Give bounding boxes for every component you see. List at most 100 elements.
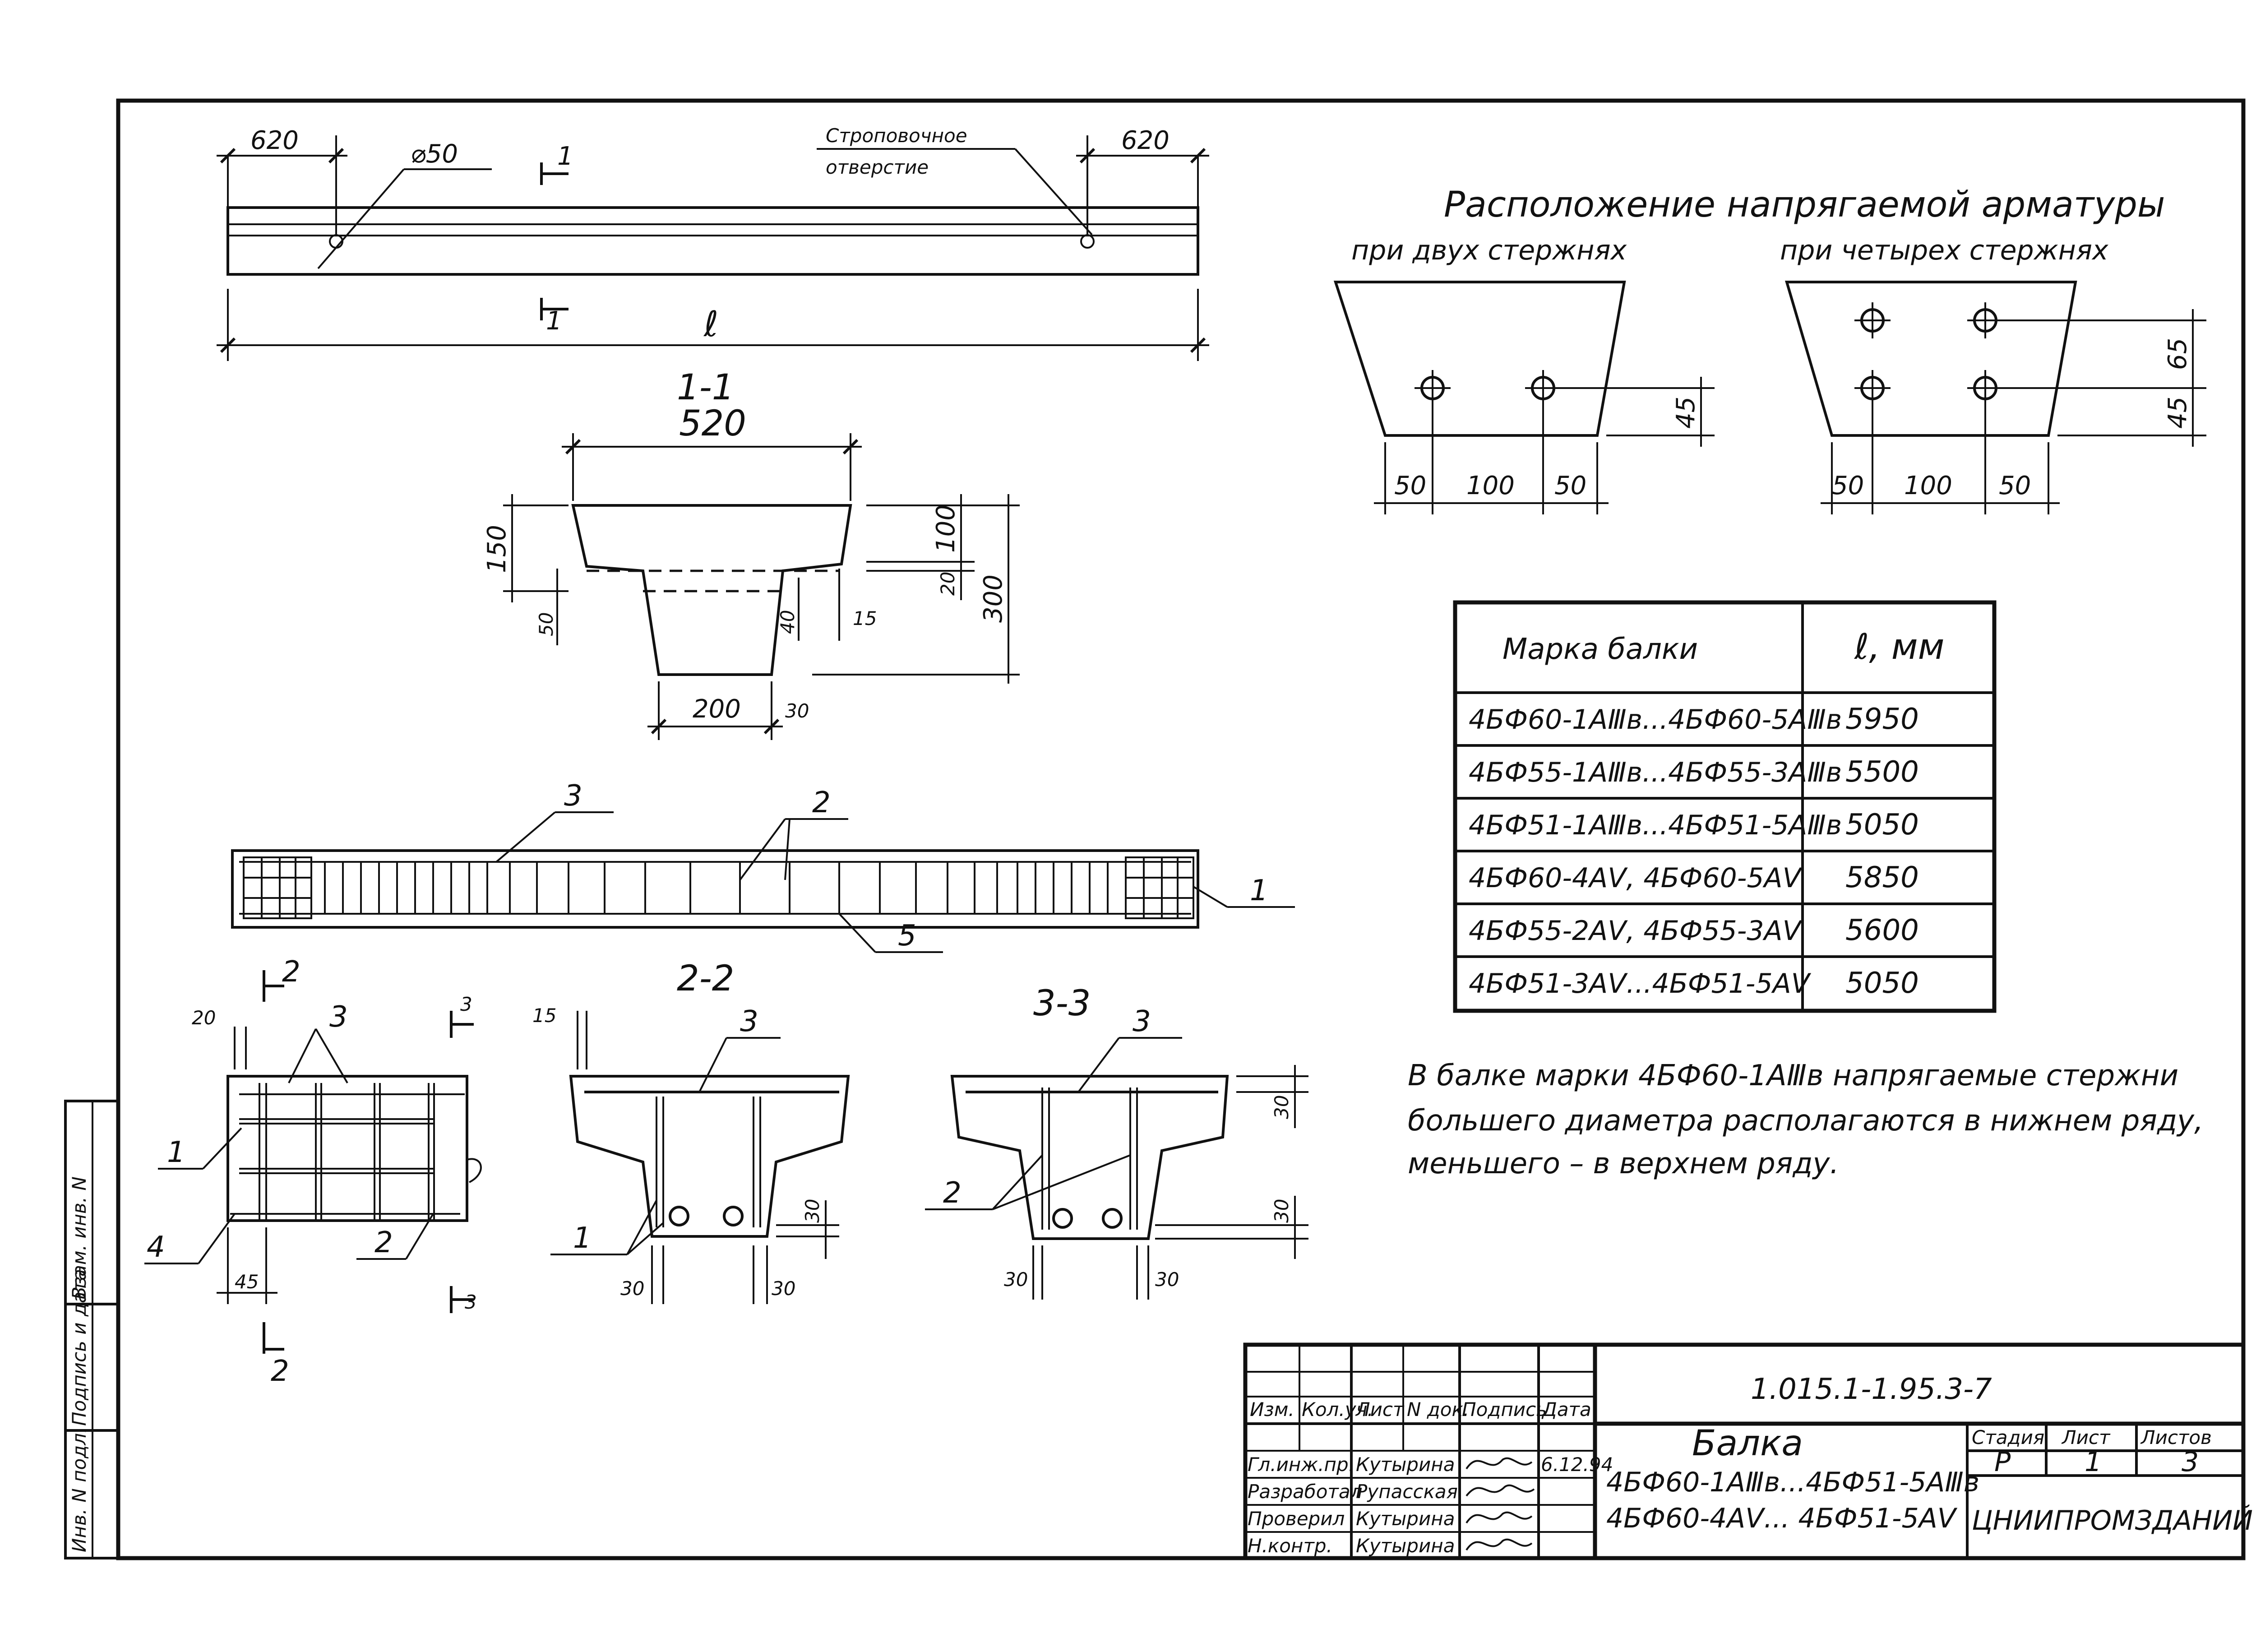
tb-role-4: Н.контр.	[1248, 1535, 1332, 1557]
sec11-d100: 100	[931, 504, 961, 553]
sec22-pos-1: 1	[573, 1222, 592, 1255]
elev-pos-2: 2	[812, 786, 831, 819]
elev-pos-1: 1	[1250, 874, 1268, 907]
tb-name-line-1: Балка	[1692, 1423, 1803, 1464]
signature-3	[1465, 1511, 1533, 1524]
table-row-1-mark: 4БФ60-1АⅢв...4БФ60-5АⅢв	[1469, 704, 1842, 736]
note: В балке марки 4БФ60-1АⅢв напрягаемые сте…	[1408, 1059, 2203, 1180]
tb-role-1: Гл.инж.пр.	[1248, 1453, 1355, 1476]
detail-cut2-bottom: 2	[271, 1355, 289, 1388]
prestress-title: Расположение напрягаемой арматуры	[1444, 185, 2165, 225]
table-header-mark: Марка балки	[1502, 633, 1698, 666]
signature-2	[1465, 1484, 1535, 1497]
detail-pos-2: 2	[374, 1226, 393, 1259]
table-row-4-mark: 4БФ60-4АⅤ, 4БФ60-5АⅤ	[1469, 862, 1803, 894]
sec22-d30-left: 30	[620, 1277, 644, 1300]
reinforcement-elevation: 3 2 1 5	[231, 779, 1295, 953]
stamp-inv-podl: Инв. N подл.	[68, 1427, 90, 1553]
drawing-frame	[116, 98, 2246, 1560]
stamp-vzam: Взам. инв. N	[68, 1176, 90, 1300]
plan-cut-1-top: 1	[557, 142, 573, 171]
tb-name-line-2: 4БФ60-1АⅢв...4БФ51-5АⅢв	[1606, 1467, 1979, 1498]
note-line-2: большего диаметра располагаются в нижнем…	[1408, 1104, 2203, 1138]
tb-h-podp: Подпись	[1462, 1398, 1547, 1421]
table-row-2-mark: 4БФ55-1АⅢв...4БФ55-3АⅢв	[1469, 757, 1842, 788]
section-3-3-title: 3-3	[1033, 983, 1091, 1024]
table-row-6-mark: 4БФ51-3АⅤ...4БФ51-5АⅤ	[1469, 968, 1812, 1000]
beam-table: Марка балки ℓ, мм 4БФ60-1АⅢв...4БФ60-5АⅢ…	[1453, 600, 1997, 1013]
section-2-2: 2-2 15 3 1 30 30 30	[532, 958, 850, 1304]
table-row-2-length: 5500	[1845, 755, 1919, 789]
tb-code: 1.015.1-1.95.3-7	[1751, 1373, 1992, 1406]
sec33-d30-bottom: 30	[1271, 1199, 1293, 1223]
detail-pos-3: 3	[329, 1000, 348, 1034]
table-row-4-length: 5850	[1845, 861, 1919, 894]
sec11-d300: 300	[979, 574, 1008, 623]
sec11-top-width: 520	[679, 403, 746, 444]
pa4-d100: 100	[1904, 471, 1952, 500]
pa2-d50-left: 50	[1394, 471, 1426, 500]
bar-four-2	[1967, 302, 2003, 338]
plan-length: ℓ	[703, 304, 718, 345]
table-row-6-length: 5050	[1845, 967, 1919, 1000]
sec22-d15: 15	[532, 1004, 556, 1027]
sec22-d30-right: 30	[772, 1277, 795, 1300]
tb-h-sheet: Лист	[2061, 1426, 2111, 1448]
sec11-d20: 20	[937, 572, 959, 596]
bar-four-3	[1854, 370, 1891, 406]
sec33-pos-3: 3	[1133, 1005, 1151, 1038]
detail-cut3-top: 3	[460, 993, 472, 1015]
sec11-d30: 30	[785, 700, 809, 722]
pa2-d50-right: 50	[1554, 471, 1586, 500]
elev-pos-3: 3	[564, 779, 582, 813]
table-row-3-length: 5050	[1845, 808, 1919, 842]
table-row-5-mark: 4БФ55-2АⅤ, 4БФ55-3АⅤ	[1469, 915, 1803, 947]
section-1-1: 1-1 520 200 30 150 50 100 20 300	[482, 367, 1020, 740]
section-3-3: 3-3 3 2 30 30 30 30	[925, 983, 1308, 1300]
pa2-d100: 100	[1466, 471, 1515, 500]
tb-h-sheets: Листов	[2140, 1426, 2212, 1448]
bar-two-2	[1525, 370, 1561, 406]
detail-pos-4: 4	[147, 1231, 165, 1264]
tb-role-3: Проверил	[1248, 1508, 1345, 1530]
note-line-1: В балке марки 4БФ60-1АⅢв напрягаемые сте…	[1408, 1059, 2178, 1092]
tb-name-1: Кутырина	[1356, 1453, 1455, 1476]
tb-h-stage: Стадия	[1972, 1426, 2044, 1448]
pa4-d50-left: 50	[1832, 471, 1864, 500]
note-line-3: меньшего – в верхнем ряду.	[1408, 1147, 1839, 1180]
sec33-pos-2: 2	[943, 1176, 962, 1210]
table-row-5-length: 5600	[1845, 914, 1919, 947]
pa4-d45: 45	[2163, 397, 2192, 429]
detail-d45: 45	[235, 1271, 259, 1293]
stirrups	[324, 862, 1109, 914]
section-1-1-title: 1-1	[677, 367, 734, 408]
tb-h-ndok: N док.	[1407, 1398, 1469, 1421]
plan-cut-1-bottom: 1	[546, 306, 562, 336]
sec22-bar-left	[669, 1206, 689, 1226]
title-block: Изм. Кол.уч. Лист N док. Подпись Дата Гл…	[1243, 1342, 2253, 1560]
table-header-length: ℓ, мм	[1854, 627, 1945, 667]
tb-date-1: 6.12.94	[1541, 1453, 1613, 1476]
hole-diameter-label: ⌀50	[411, 139, 458, 169]
sec22-bar-right	[723, 1206, 744, 1226]
table-row-3-mark: 4БФ51-1АⅢв...4БФ51-5АⅢв	[1469, 810, 1842, 841]
tb-name-line-3: 4БФ60-4АⅤ... 4БФ51-5АⅤ	[1606, 1503, 1958, 1534]
sec33-d30-left: 30	[1004, 1268, 1028, 1291]
detail-cut3-bottom: 3	[465, 1291, 477, 1313]
tb-name-3: Кутырина	[1356, 1508, 1455, 1530]
pa2-d45: 45	[1671, 397, 1701, 429]
sec33-bar-left	[1052, 1208, 1073, 1229]
end-cage-detail: 20 45 2 2 3 3 3 1 4 2	[144, 955, 482, 1388]
signature-1	[1465, 1457, 1533, 1470]
bar-two-1	[1415, 370, 1451, 406]
tb-sheet: 1	[2085, 1446, 2102, 1478]
hole-note-line2: отверстие	[826, 156, 929, 178]
sec11-d150: 150	[482, 525, 512, 573]
stamp-podpis: Подпись и дата	[68, 1269, 90, 1426]
two-bars-label: при двух стержнях	[1351, 235, 1627, 266]
tb-h-data: Дата	[1541, 1398, 1591, 1421]
tb-sheets: 3	[2182, 1446, 2199, 1478]
tb-h-izm: Изм.	[1250, 1398, 1294, 1421]
sec22-pos-3: 3	[740, 1005, 758, 1038]
plan-dim-right: 620	[1121, 126, 1170, 155]
